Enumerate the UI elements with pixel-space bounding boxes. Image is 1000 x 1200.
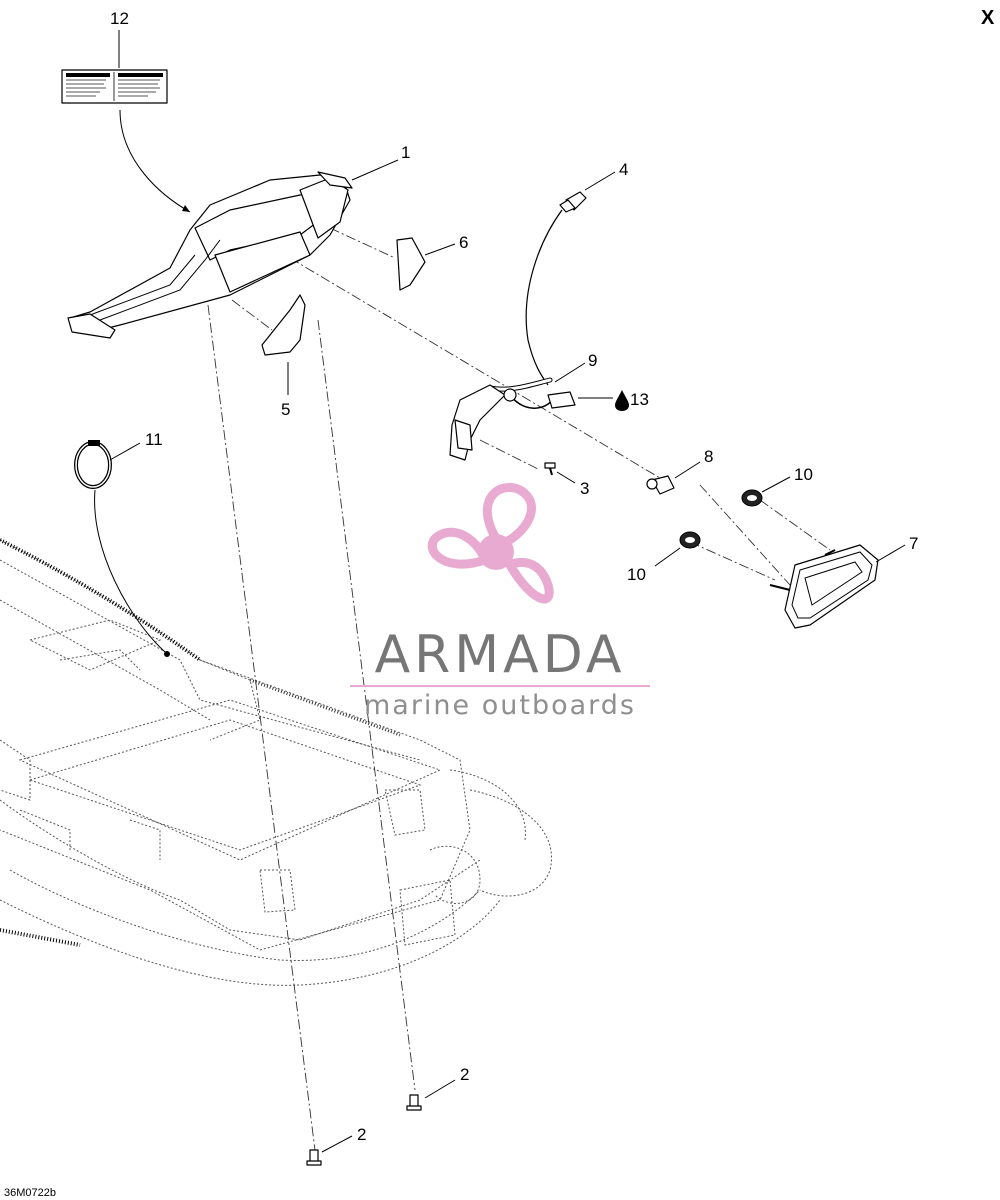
leader-lines xyxy=(94,30,906,1153)
connector-part-4 xyxy=(559,191,587,213)
corner-label: X xyxy=(981,7,995,29)
watermark-brand: ARMADA xyxy=(375,625,626,685)
callout-13: 13 xyxy=(630,390,649,409)
callout-4: 4 xyxy=(619,160,628,179)
grommet-10a xyxy=(741,489,763,507)
bolt-2b xyxy=(306,1149,322,1166)
watermark-tagline: marine outboards xyxy=(364,690,636,721)
propeller-hub-icon xyxy=(478,534,514,570)
callout-7: 7 xyxy=(909,534,918,553)
callout-8: 8 xyxy=(704,447,713,466)
callout-9: 9 xyxy=(588,351,597,370)
callout-11: 11 xyxy=(145,430,163,449)
callout-10a: 10 xyxy=(794,465,813,484)
callout-2b: 2 xyxy=(357,1125,366,1144)
vehicle-frame xyxy=(0,538,552,986)
callout-10b: 10 xyxy=(627,565,646,584)
assembly-lines xyxy=(207,227,831,1151)
screw-part-3 xyxy=(544,462,556,476)
callout-labels: 12 1 4 6 5 9 13 3 8 10 10 7 11 2 2 xyxy=(110,9,918,1144)
side-panel-5 xyxy=(261,294,306,356)
callout-1: 1 xyxy=(401,143,410,162)
oil-drop-icon xyxy=(615,390,629,411)
cable-tie xyxy=(74,440,112,489)
bulb-part-8 xyxy=(646,475,675,495)
callout-5: 5 xyxy=(281,400,290,419)
callout-3: 3 xyxy=(580,479,589,498)
warning-decal xyxy=(61,69,168,104)
callout-2a: 2 xyxy=(460,1065,469,1084)
callout-12: 12 xyxy=(110,9,129,28)
tail-light xyxy=(769,544,879,629)
wiring-harness xyxy=(449,209,576,461)
bolt-2a xyxy=(406,1094,422,1111)
armada-watermark: ARMADA marine outboards xyxy=(350,483,650,721)
diagram-code: 36M0722b xyxy=(4,1187,56,1199)
side-panel-6 xyxy=(396,237,426,291)
console-part xyxy=(67,171,353,339)
propeller-logo-icon xyxy=(427,483,554,604)
grommet-10b xyxy=(679,531,701,549)
callout-6: 6 xyxy=(459,233,468,252)
